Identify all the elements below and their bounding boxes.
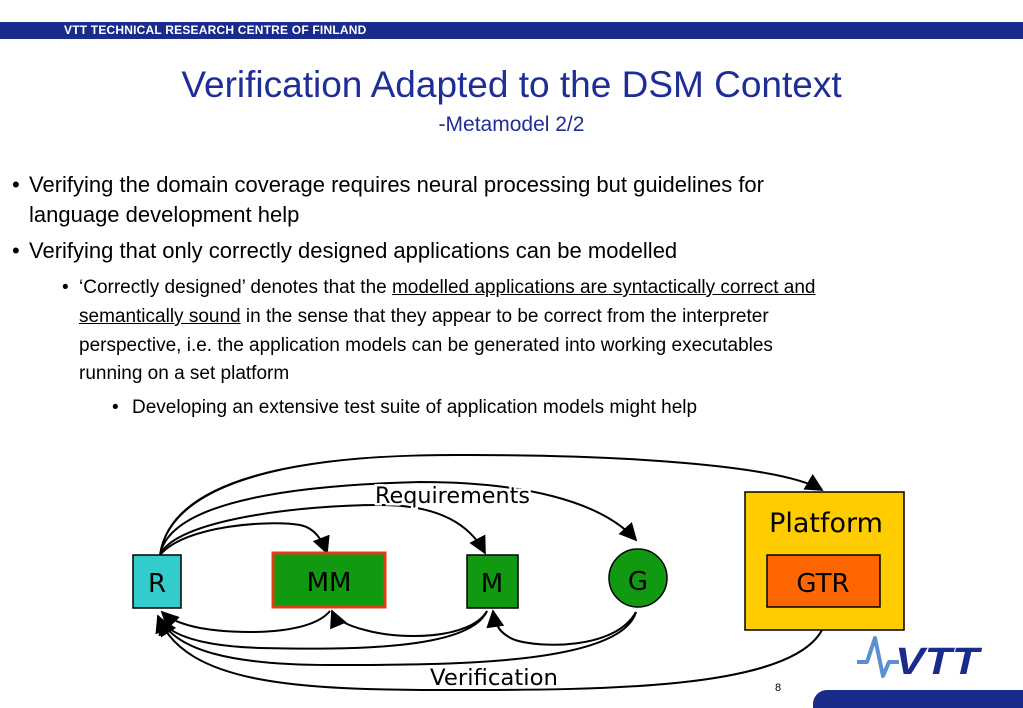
footer-corner-band: [813, 690, 1023, 708]
bullet-3-post: in the sense that they appear to be corr…: [240, 306, 769, 327]
vtt-logo-wave: [857, 636, 899, 678]
header-band: VTT TECHNICAL RESEARCH CENTRE OF FINLAND: [0, 22, 1023, 39]
bullet-3-line2: semantically sound in the sense that the…: [79, 302, 769, 331]
bullet-3-underline-2: semantically sound: [79, 306, 241, 327]
arc-r-to-m: [159, 503, 486, 556]
bullet-dot: •: [62, 277, 69, 298]
arc-m-to-mm: [330, 609, 488, 637]
bullet-3-line4: running on a set platform: [79, 363, 290, 384]
arc-g-to-r: [158, 611, 637, 667]
node-m-label: M: [481, 569, 503, 599]
bullet-1-line1: Verifying the domain coverage requires n…: [29, 172, 764, 197]
slide-subtitle: -Metamodel 2/2: [0, 112, 1023, 138]
verification-label: Verification: [430, 666, 558, 691]
requirements-label: Requirements: [375, 484, 530, 509]
node-r: [132, 554, 182, 609]
arc-r-to-platform: [159, 453, 824, 556]
bullet-dot: •: [12, 172, 20, 197]
vtt-logo-text: VTT: [895, 641, 982, 682]
bullet-3-pre: ‘Correctly designed’ denotes that the: [79, 277, 392, 298]
bullet-2: Verifying that only correctly designed a…: [29, 238, 678, 263]
arc-r-to-g: [159, 480, 638, 556]
slide-subtitle-text: -Metamodel 2/2: [438, 113, 585, 136]
bullet-3-line1: ‘Correctly designed’ denotes that the mo…: [79, 273, 815, 302]
node-platform-label: Platform: [769, 508, 883, 539]
node-m: [466, 554, 519, 609]
arc-gtr-to-r: [155, 614, 823, 692]
node-gtr-label: GTR: [796, 569, 849, 599]
vtt-logo-icon: VTT: [857, 636, 982, 682]
node-mm-label: MM: [307, 568, 352, 598]
node-g: [608, 548, 668, 608]
arc-g-to-m: [486, 609, 637, 646]
page-number: 8: [775, 682, 782, 694]
bullet-dot: •: [112, 397, 119, 418]
node-gtr: [766, 554, 881, 608]
bullet-1-line2: language development help: [29, 202, 300, 227]
arc-r-to-mm: [159, 522, 330, 556]
org-name: VTT TECHNICAL RESEARCH CENTRE OF FINLAND: [64, 23, 367, 37]
bullet-dot: •: [12, 238, 20, 263]
bullet-3-line3: perspective, i.e. the application models…: [79, 335, 773, 356]
slide-title: Verification Adapted to the DSM Context: [181, 64, 842, 105]
node-g-label: G: [628, 567, 648, 597]
bullet-3-underline-1: modelled applications are syntactically …: [391, 277, 816, 298]
node-mm: [271, 551, 387, 609]
arc-mm-to-r: [160, 610, 331, 634]
bullet-4: Developing an extensive test suite of ap…: [132, 397, 698, 418]
arc-m-to-r: [159, 610, 488, 650]
node-r-label: R: [148, 569, 166, 599]
